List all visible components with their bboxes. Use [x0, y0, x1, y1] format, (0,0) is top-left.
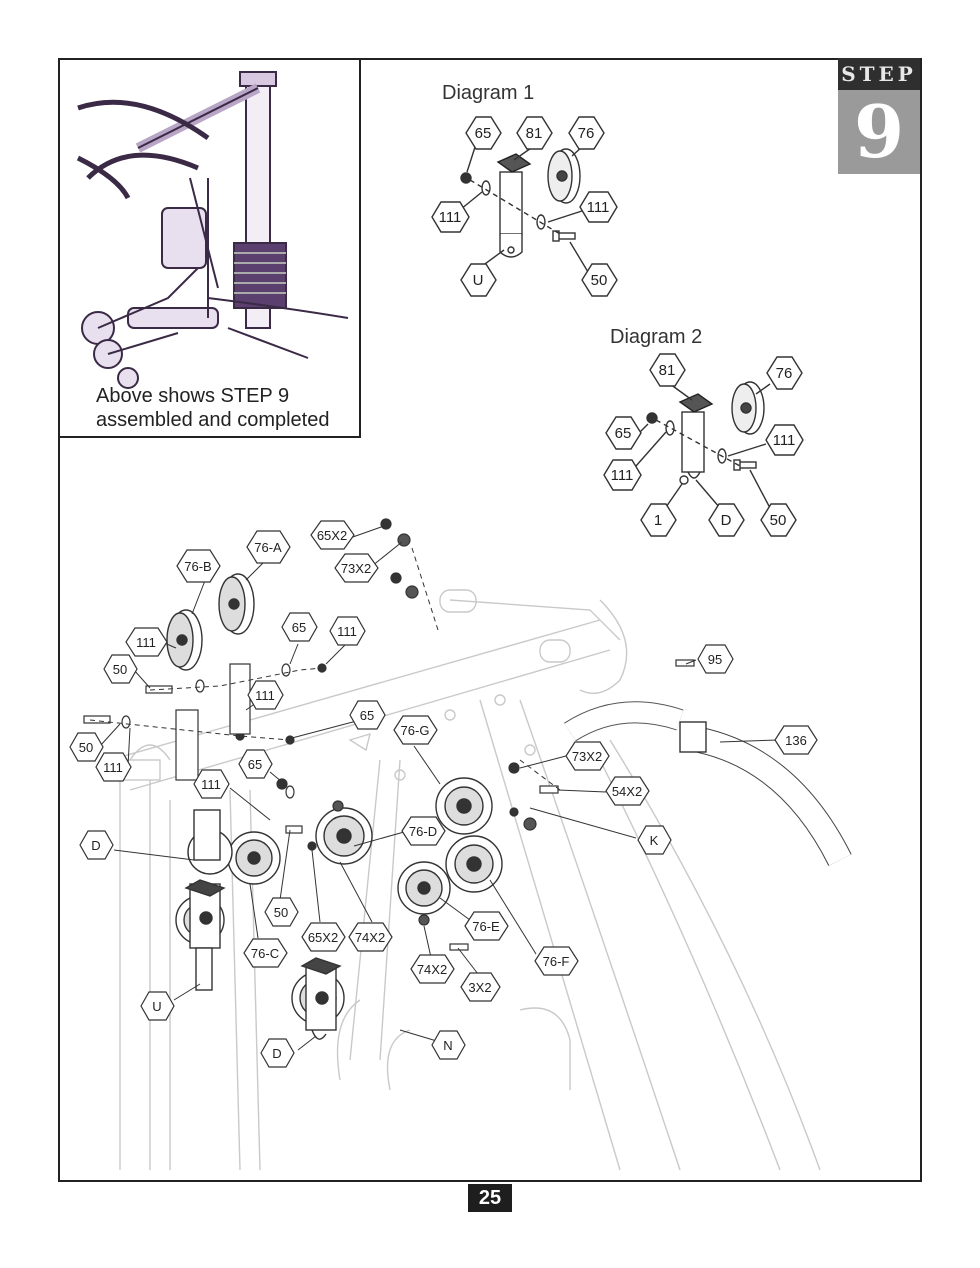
page-frame — [58, 58, 922, 1182]
label-3x2: 3X2 — [468, 980, 491, 995]
label-74x2-b: 74X2 — [417, 962, 447, 977]
label-54x2: 54X2 — [612, 784, 642, 799]
label-111-a: 111 — [136, 635, 156, 650]
label-50-c: 50 — [274, 905, 288, 920]
d2-label-50: 50 — [770, 512, 787, 529]
label-111-e: 111 — [201, 777, 221, 792]
label-73x2-right: 73X2 — [572, 749, 602, 764]
d1-label-111-right: 111 — [587, 199, 610, 216]
assembled-machine-illustration — [76, 71, 349, 389]
step-word: STEP — [838, 58, 920, 90]
pulley-76-a — [218, 573, 255, 635]
assembled-caption: Above shows STEP 9 assembled and complet… — [96, 384, 329, 432]
label-50-a: 50 — [113, 662, 127, 677]
label-d-left: D — [91, 838, 100, 853]
d1-label-76: 76 — [578, 125, 595, 142]
label-50-b: 50 — [79, 740, 93, 755]
label-u: U — [152, 999, 161, 1014]
label-65-c: 65 — [248, 757, 262, 772]
pulley-with-bracket-d — [291, 957, 345, 1040]
step-badge: STEP 9 — [838, 58, 920, 174]
label-76-a: 76-A — [254, 540, 282, 555]
diagram-2-title: Diagram 2 — [610, 326, 703, 348]
pulley-76-g — [435, 777, 493, 835]
d1-label-111-left: 111 — [439, 209, 462, 226]
pulley-76-b — [166, 609, 203, 671]
d2-label-1: 1 — [654, 512, 662, 529]
label-76-f: 76-F — [543, 954, 570, 969]
label-74x2-a: 74X2 — [355, 930, 385, 945]
d2-label-65: 65 — [615, 425, 632, 442]
label-76-d: 76-D — [409, 824, 437, 839]
d2-label-111-right: 111 — [773, 432, 796, 449]
pulley-76-c — [227, 831, 281, 885]
caption-line-2: assembled and completed — [96, 409, 330, 431]
pulley-76-d — [315, 807, 373, 865]
label-111-b: 111 — [337, 624, 357, 639]
page-number: 25 — [468, 1184, 512, 1212]
label-65-b: 65 — [360, 708, 374, 723]
step-number: 9 — [838, 90, 920, 174]
pulley-76-f — [445, 835, 503, 893]
pulley-76-e — [397, 861, 451, 915]
label-65x2-top: 65X2 — [317, 528, 347, 543]
d1-label-u: U — [473, 272, 484, 289]
pulley-with-bracket-d-upper — [187, 809, 233, 875]
label-k: K — [650, 833, 659, 848]
label-136: 136 — [785, 733, 807, 748]
caption-line-1: Above shows STEP 9 — [96, 385, 290, 407]
d1-label-65: 65 — [475, 125, 492, 142]
label-111-d: 111 — [103, 760, 123, 775]
label-73x2-top: 73X2 — [341, 561, 371, 576]
d1-label-81: 81 — [526, 125, 543, 142]
label-76-c: 76-C — [251, 946, 279, 961]
label-d-bottom: D — [272, 1046, 281, 1061]
label-111-c: 111 — [255, 688, 275, 703]
d1-label-50: 50 — [591, 272, 608, 289]
label-95: 95 — [708, 652, 722, 667]
label-76-e: 76-E — [472, 919, 500, 934]
label-65x2-bottom: 65X2 — [308, 930, 338, 945]
d2-label-111-left: 111 — [611, 467, 634, 484]
pulley-with-bracket-u — [175, 879, 226, 991]
label-65-a: 65 — [292, 620, 306, 635]
d2-label-76: 76 — [776, 365, 793, 382]
label-n: N — [443, 1038, 452, 1053]
label-76-b: 76-B — [184, 559, 211, 574]
diagram-1-title: Diagram 1 — [442, 82, 535, 104]
d2-label-d: D — [721, 512, 732, 529]
d2-label-81: 81 — [659, 362, 676, 379]
assembled-preview-panel: Above shows STEP 9 assembled and complet… — [58, 58, 361, 438]
label-76-g: 76-G — [401, 723, 430, 738]
